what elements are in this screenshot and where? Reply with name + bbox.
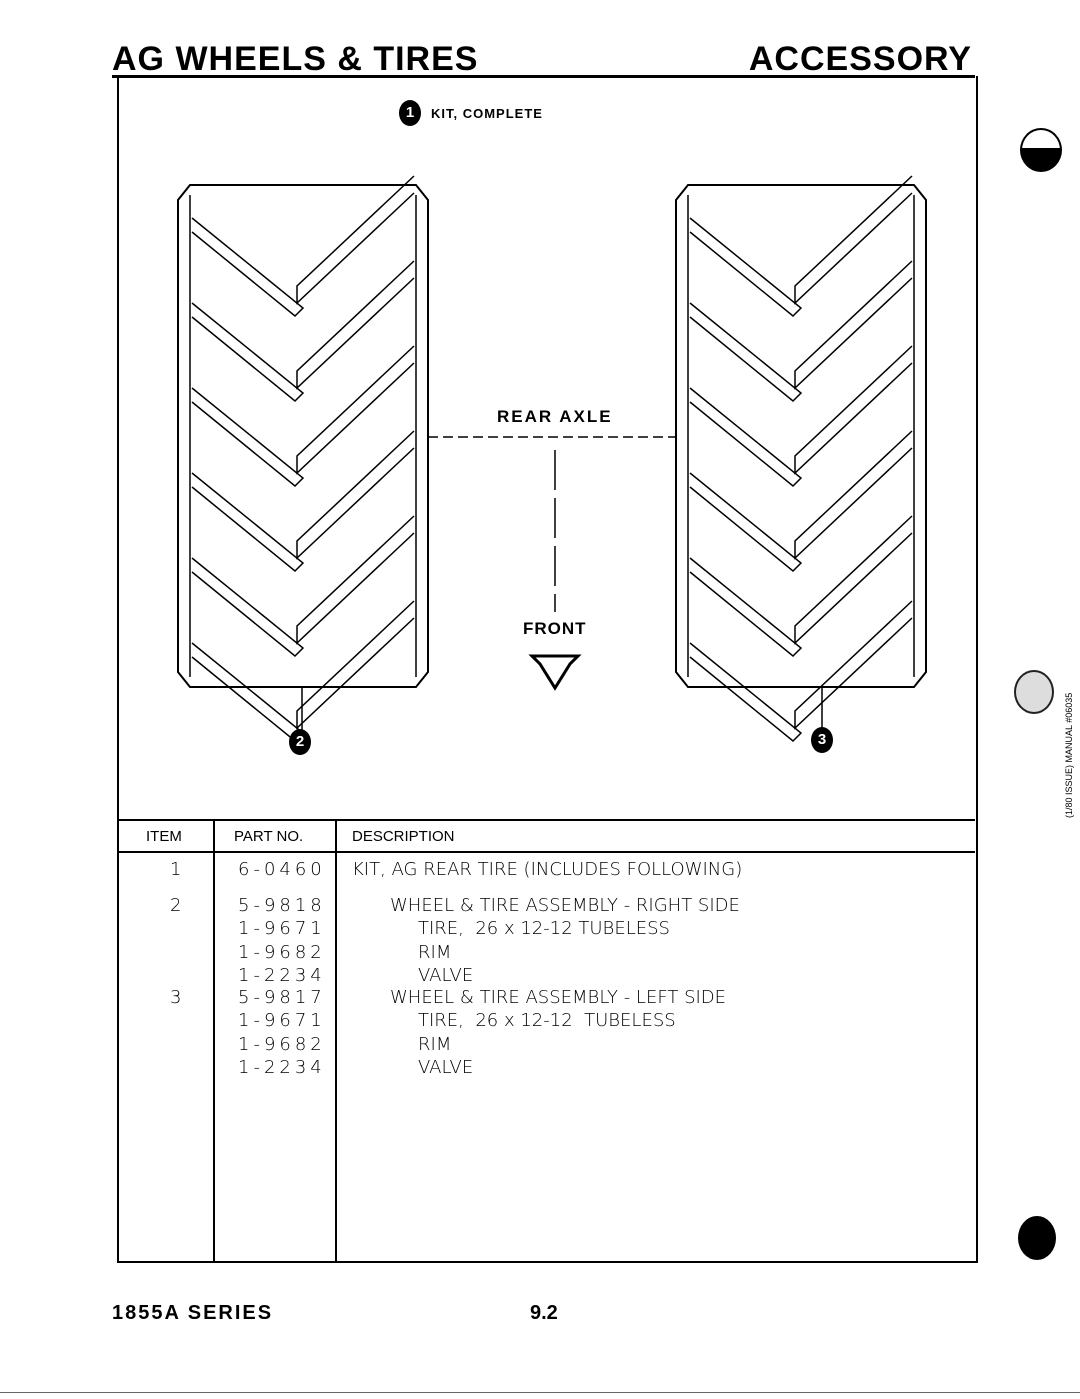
row-part-no: 5-9818 [238,894,326,916]
tread-bar [689,642,803,743]
binder-hole-icon [1020,128,1062,172]
row-part-no: 1-2234 [238,1057,326,1078]
row-description: RIM [418,1033,452,1055]
binder-hole-icon [1018,1216,1056,1260]
tread-bar [794,515,913,645]
row-part-no: 1-9671 [238,1010,326,1031]
tread-bar [794,345,913,475]
tread-bar [794,430,913,560]
row-description: KIT, AG REAR TIRE (INCLUDES FOLLOWING) [352,859,743,880]
header-part-no: PART NO. [234,828,304,845]
tread-bar [191,217,305,318]
content-frame [117,76,978,1263]
section-title: ACCESSORY [748,40,972,78]
row-item: 3 [170,986,182,1008]
row-description: TIRE, 26 x 12-12 TUBELESS [418,1010,676,1031]
tire-diagram [177,175,927,743]
tread-bar [794,175,913,305]
tread-bar [689,217,803,318]
row-description: TIRE, 26 x 12-12 TUBELESS [418,918,670,939]
tread-bar [191,387,305,488]
binder-hole-icon [1014,670,1054,714]
col-divider [335,820,337,1261]
left-tire [177,184,429,688]
tread-bar [191,472,305,573]
callout-1: 1 [399,100,421,126]
page-number: 9.2 [530,1302,558,1324]
page-edge [0,1392,1080,1393]
row-item: 2 [170,894,182,916]
row-description: WHEEL & TIRE ASSEMBLY - RIGHT SIDE [390,894,740,916]
tread-bar [191,302,305,403]
table-header-rule [117,851,975,853]
series-label: 1855A SERIES [112,1302,274,1324]
tread-bar [689,472,803,573]
row-description: RIM [418,941,452,963]
front-arrow-icon [528,654,582,691]
tread-bar [296,600,415,730]
front-label: FRONT [523,619,587,638]
row-part-no: 1-9682 [238,941,326,963]
tread-bar [689,302,803,403]
tread-bar [296,345,415,475]
header-description: DESCRIPTION [352,828,455,845]
row-description: VALVE [418,965,474,986]
right-tire [675,184,927,688]
row-part-no: 6-0460 [238,859,326,880]
row-description: VALVE [418,1057,474,1078]
row-part-no: 1-2234 [238,965,326,986]
tread-bar [689,387,803,488]
tread-bar [794,600,913,730]
row-part-no: 1-9682 [238,1033,326,1055]
row-part-no: 5-9817 [238,986,326,1008]
callout-3: 3 [811,727,833,753]
manual-issue-note: (1/80 ISSUE) MANUAL #06035 [1064,692,1074,818]
tread-bar [191,557,305,658]
row-description: WHEEL & TIRE ASSEMBLY - LEFT SIDE [390,986,727,1008]
callout-2: 2 [289,729,311,755]
tread-bar [689,557,803,658]
rear-axle-label: REAR AXLE [497,407,613,426]
title-underline [112,75,975,78]
tread-bar [296,515,415,645]
row-part-no: 1-9671 [238,918,326,939]
tread-bar [794,260,913,390]
tread-bar [191,642,305,743]
tread-bar [296,175,415,305]
col-divider [213,820,215,1261]
tread-bar [296,430,415,560]
page-title: AG WHEELS & TIRES [112,40,479,78]
table-top-rule [117,819,975,821]
row-item: 1 [170,859,182,880]
kit-label: KIT, COMPLETE [431,106,543,121]
header-item: ITEM [146,828,182,845]
tread-bar [296,260,415,390]
